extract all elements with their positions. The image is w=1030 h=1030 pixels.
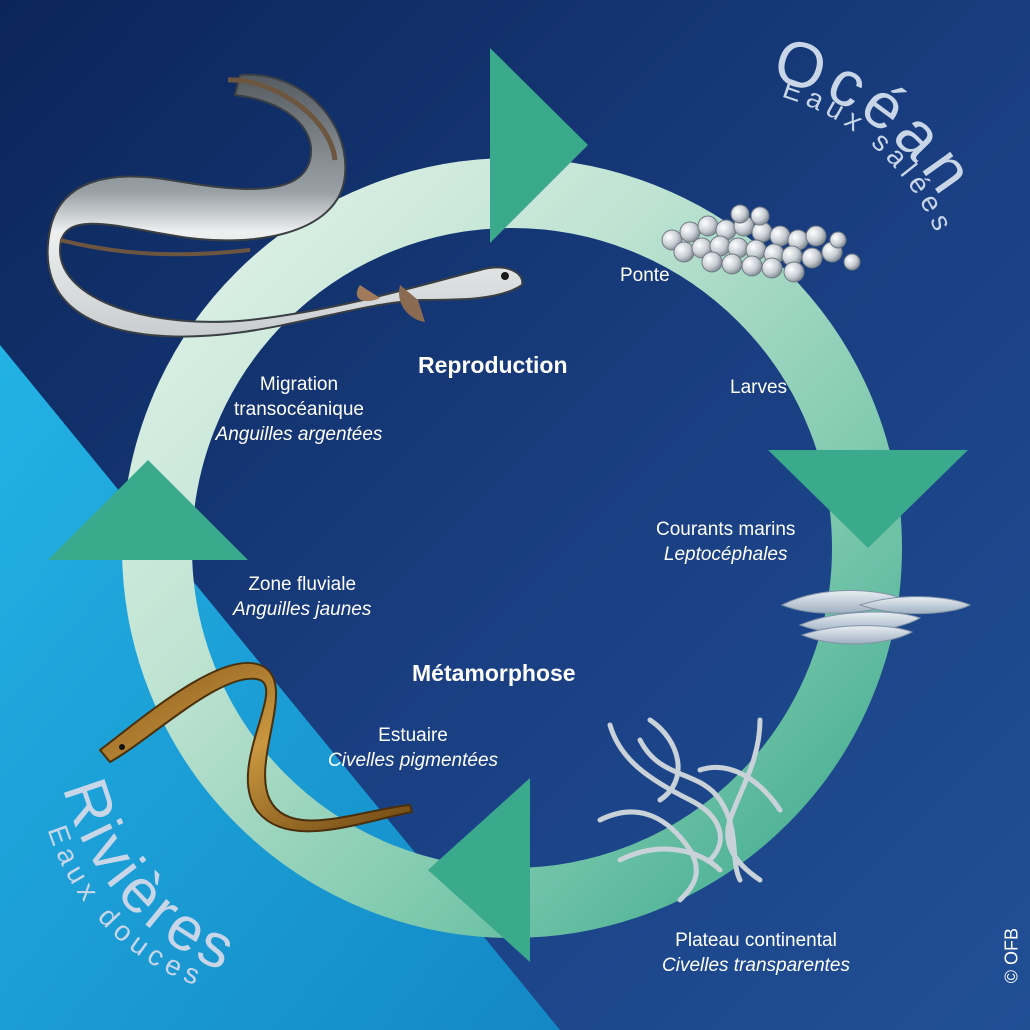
arrow-right	[768, 450, 968, 548]
step-estuaire-label: Estuaire	[378, 725, 448, 746]
eggs-illustration	[661, 204, 861, 283]
step-estuaire-sublabel: Civelles pigmentées	[328, 750, 499, 771]
step-fluviale: Zone fluviale Anguilles jaunes	[233, 572, 371, 622]
stage-metamorphose: Métamorphose	[412, 660, 576, 686]
step-courants-sublabel: Leptocéphales	[663, 544, 788, 565]
step-migration-label: Migration transocéanique	[234, 374, 364, 420]
step-courants-label: Courants marins	[656, 519, 796, 540]
step-plateau-sublabel: Civelles transparentes	[662, 955, 850, 976]
leptocephali-illustration	[780, 590, 972, 645]
glass-eels-illustration	[597, 717, 783, 903]
step-larves: Larves	[730, 375, 787, 400]
arrow-left	[48, 460, 248, 560]
silver-eel-illustration	[46, 73, 524, 338]
step-fluviale-label: Zone fluviale	[248, 574, 357, 595]
step-fluviale-sublabel: Anguilles jaunes	[233, 599, 372, 620]
step-larves-label: Larves	[730, 377, 788, 398]
arrow-top	[490, 48, 588, 243]
step-migration: Migration transocéanique Anguilles argen…	[204, 372, 394, 447]
arrow-bottom	[428, 778, 530, 962]
stage-reproduction: Reproduction	[418, 352, 568, 378]
step-plateau: Plateau continental Civelles transparent…	[662, 928, 850, 978]
step-courants: Courants marins Leptocéphales	[656, 517, 795, 567]
step-estuaire: Estuaire Civelles pigmentées	[328, 723, 498, 773]
step-plateau-label: Plateau continental	[675, 930, 837, 951]
yellow-eel-illustration	[98, 662, 414, 833]
step-ponte-label: Ponte	[620, 265, 670, 286]
step-migration-sublabel: Anguilles argentées	[215, 424, 383, 445]
step-ponte: Ponte	[620, 263, 670, 288]
copyright-notice: © OFB	[1001, 928, 1021, 984]
